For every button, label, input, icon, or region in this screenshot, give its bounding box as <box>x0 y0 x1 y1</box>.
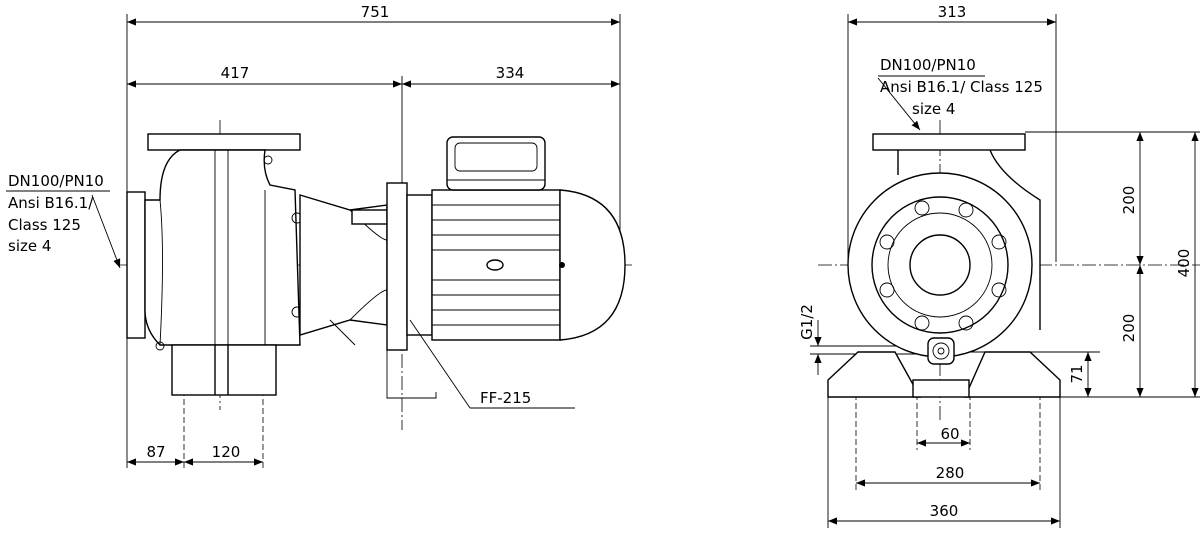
lower-height-label: 200 <box>1120 314 1138 343</box>
total-height-label: 400 <box>1175 249 1193 278</box>
discharge-flange-note: DN100/PN10 Ansi B16.1/ Class 125 size 4 <box>877 56 1043 131</box>
svg-text:size 4: size 4 <box>8 237 51 255</box>
pump-front <box>827 133 1061 398</box>
motor-length-label: 334 <box>496 64 525 82</box>
svg-text:Class 125: Class 125 <box>8 216 81 234</box>
overall-length-label: 751 <box>361 3 390 21</box>
side-view: 751 417 334 87 120 DN100/PN10 Ansi B16.1… <box>6 3 632 468</box>
motor-flange-callout: FF-215 <box>409 319 575 409</box>
bolt-spacing-label: 280 <box>936 464 965 482</box>
overall-width-label: 313 <box>938 3 967 21</box>
foot-spacing-label: 120 <box>212 443 241 461</box>
motor <box>386 136 626 399</box>
motor-flange-label: FF-215 <box>480 389 531 407</box>
svg-text:DN100/PN10: DN100/PN10 <box>880 56 976 74</box>
suction-flange-note: DN100/PN10 Ansi B16.1/ Class 125 size 4 <box>6 172 121 269</box>
bearing-bracket <box>299 194 388 346</box>
base-width-label: 360 <box>930 502 959 520</box>
drain-port-label: G1/2 <box>798 304 816 340</box>
front-view: 313 200 200 400 71 G1/2 60 280 360 DN100… <box>798 3 1200 528</box>
drain-height-label: 71 <box>1068 364 1086 383</box>
pump-length-label: 417 <box>221 64 250 82</box>
svg-text:Ansi B16.1/ Class 125: Ansi B16.1/ Class 125 <box>880 78 1043 96</box>
svg-text:Ansi B16.1/: Ansi B16.1/ <box>8 194 94 212</box>
bolt-spacing-small-label: 60 <box>940 425 959 443</box>
svg-text:DN100/PN10: DN100/PN10 <box>8 172 104 190</box>
foot-offset-label: 87 <box>146 443 165 461</box>
pump-casing <box>126 133 303 396</box>
upper-height-label: 200 <box>1120 186 1138 215</box>
svg-text:size 4: size 4 <box>912 100 955 118</box>
